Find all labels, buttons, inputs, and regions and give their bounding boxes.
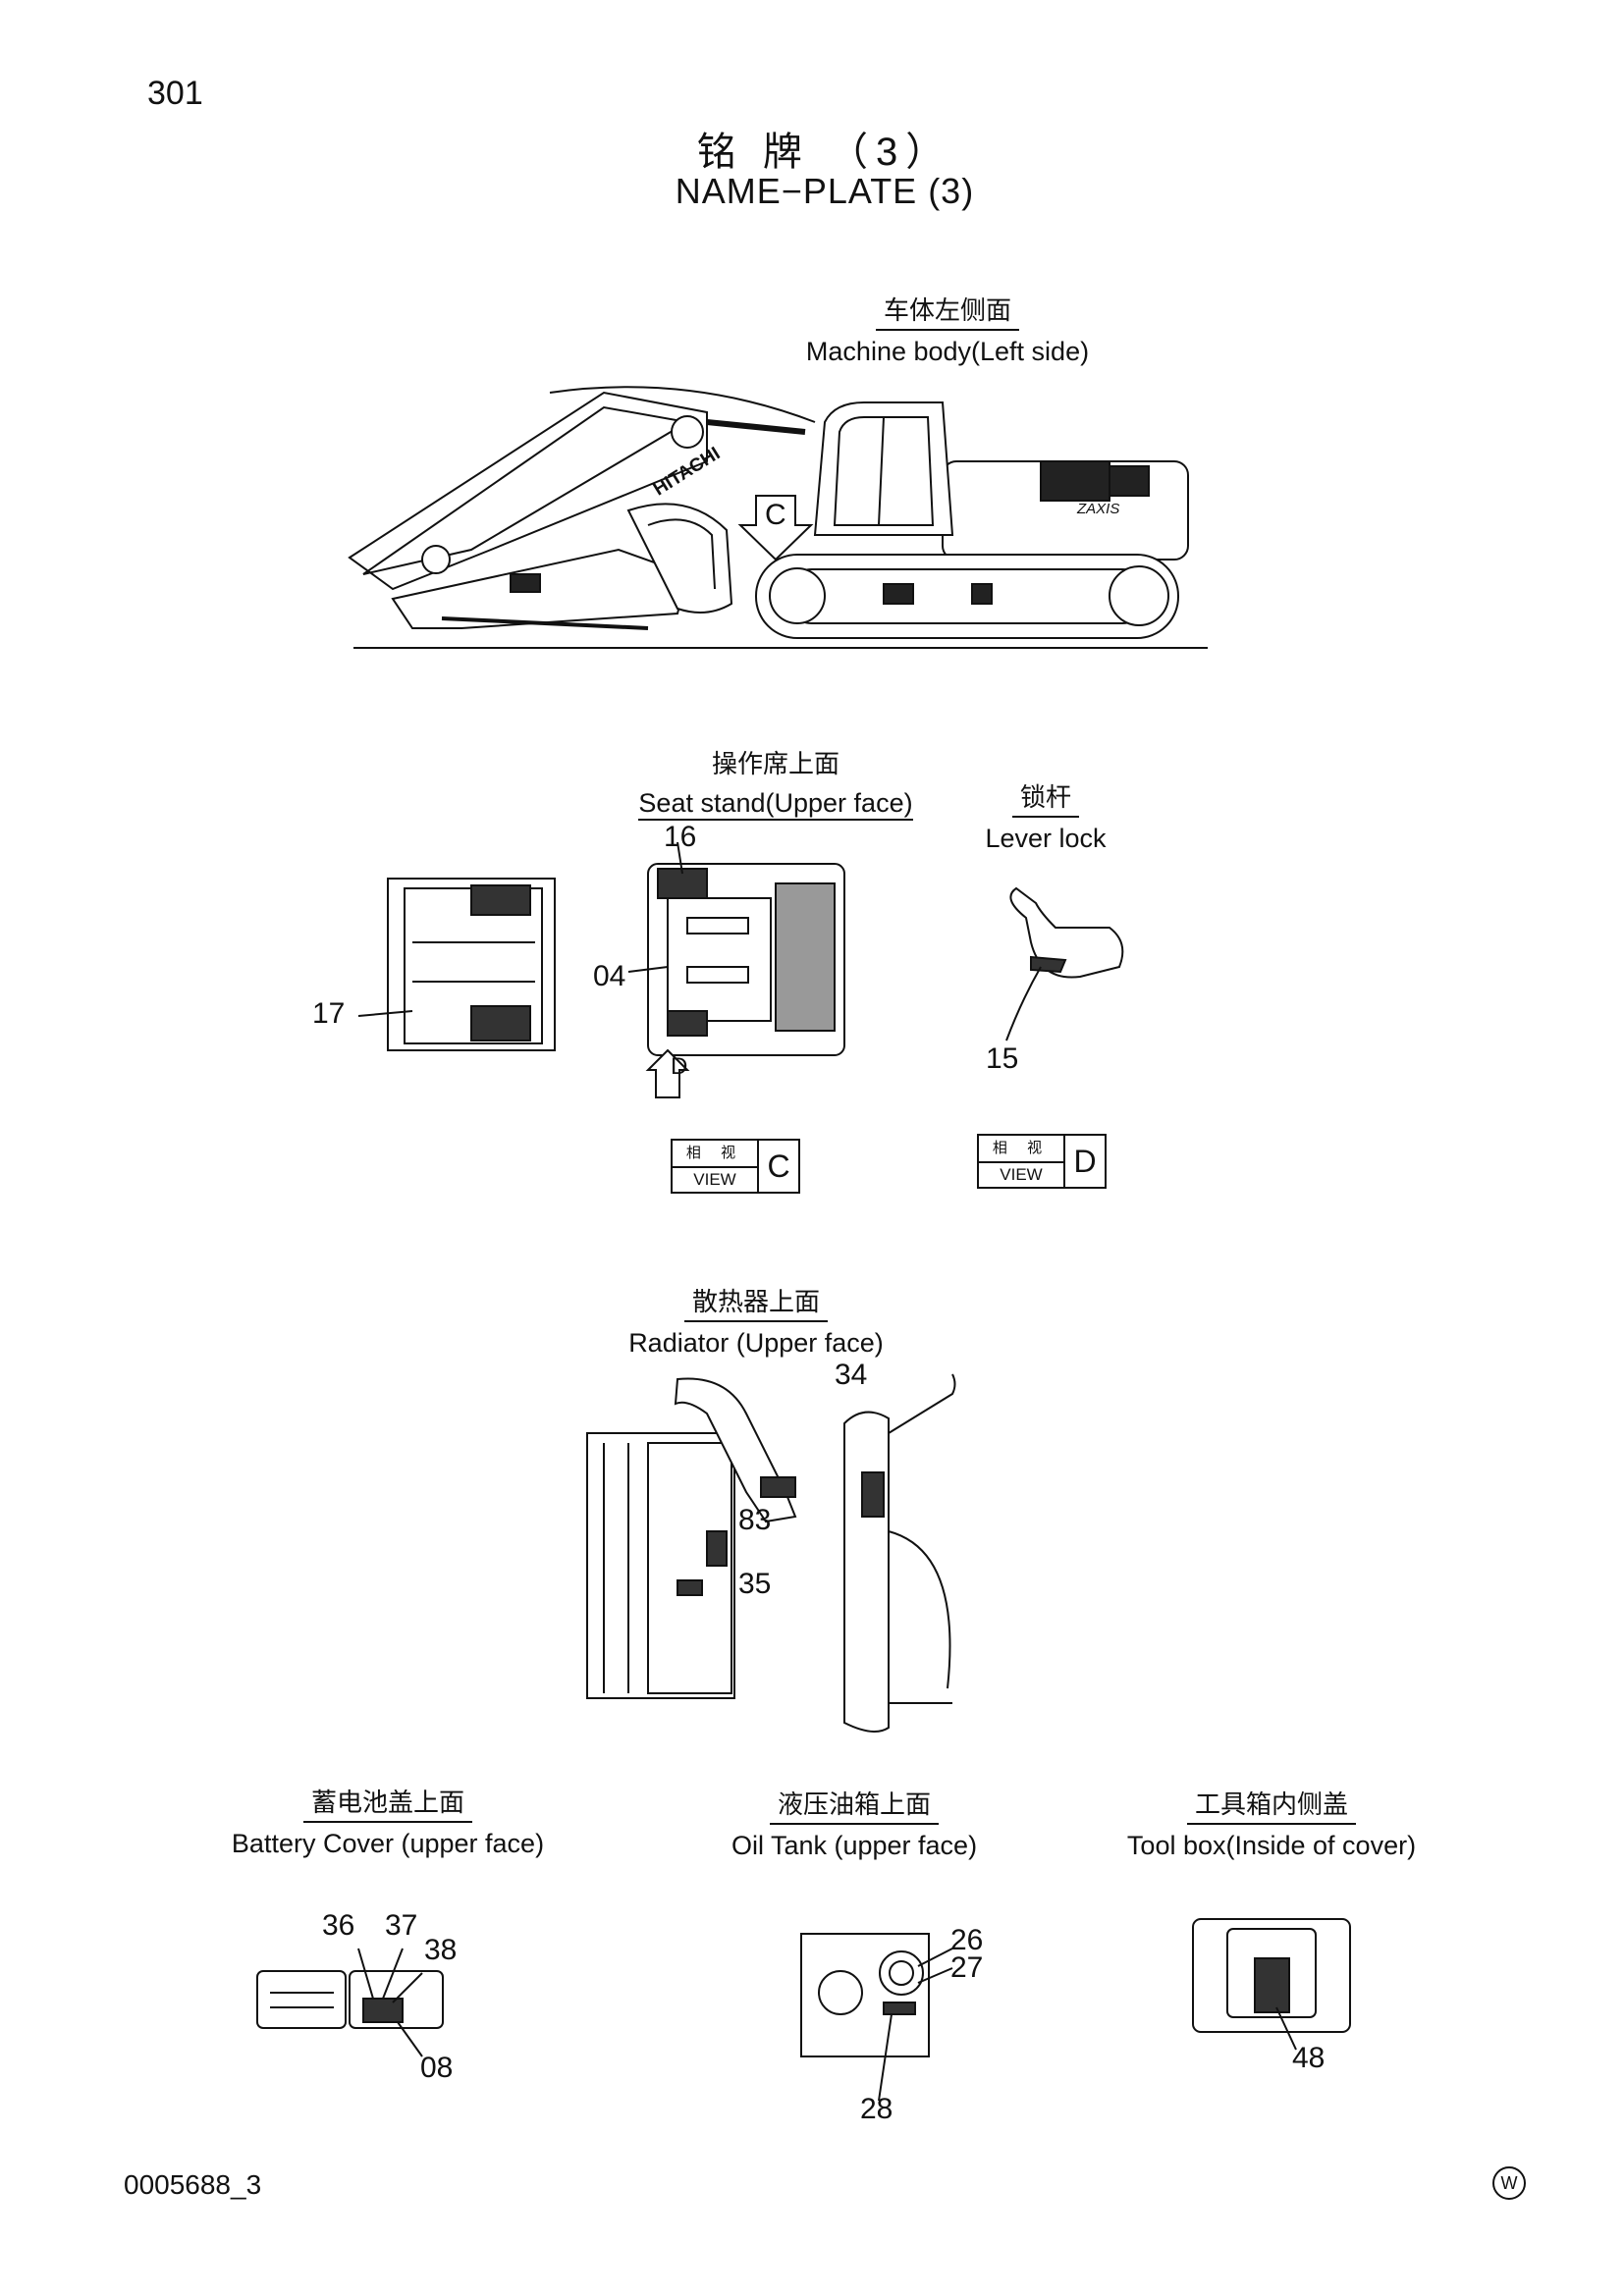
bucket: [628, 504, 731, 613]
document-code: 0005688_3: [124, 2169, 262, 2200]
radiator-caption: 散热器上面 Radiator (Upper face): [599, 1282, 913, 1359]
lever-lock-handle: [1010, 888, 1122, 978]
callout-16: 16: [664, 821, 697, 853]
page-number: 301: [147, 75, 203, 112]
view-c-arrow: [740, 496, 811, 560]
boom: [350, 393, 707, 589]
callout-17: 17: [312, 997, 346, 1030]
machine-body-caption-cn: 车体左侧面: [875, 291, 1019, 331]
radiator-caption-en: Radiator (Upper face): [628, 1328, 884, 1358]
battery-cover-caption: 蓄电池盖上面 Battery Cover (upper face): [221, 1783, 555, 1859]
view-c-box-en: VIEW: [693, 1170, 736, 1189]
view-d-box-en: VIEW: [1000, 1165, 1043, 1184]
view-d-arrow: [648, 1050, 687, 1097]
machine-body-caption: 车体左侧面 Machine body(Left side): [766, 291, 1129, 367]
view-c-box-label: 相 视 VIEW: [673, 1141, 759, 1192]
radiator-caption-cn: 散热器上面: [683, 1282, 828, 1322]
lever-lock-caption-en: Lever lock: [985, 824, 1107, 853]
callout-34: 34: [835, 1359, 868, 1391]
callout-27: 27: [950, 1951, 984, 1984]
view-c-box-letter: C: [767, 1148, 790, 1184]
callout-26: 26: [950, 1924, 984, 1956]
oil-tank-caption: 液压油箱上面 Oil Tank (upper face): [707, 1785, 1001, 1861]
view-c-box: 相 视 VIEW C: [671, 1139, 800, 1194]
view-d-box: 相 视 VIEW D: [977, 1134, 1107, 1189]
publisher-mark-icon: W: [1492, 2166, 1526, 2200]
oil-tank-caption-cn: 液压油箱上面: [769, 1785, 939, 1825]
seat-stand-caption-en: Seat stand(Upper face): [638, 788, 913, 821]
callout-04: 04: [593, 960, 626, 992]
callout-35: 35: [738, 1568, 772, 1600]
callout-28: 28: [860, 2093, 893, 2125]
cab-model-text: ZAXIS: [1077, 501, 1120, 517]
seat-stand-caption: 操作席上面 Seat stand(Upper face): [609, 744, 943, 821]
callout-36: 36: [322, 1909, 355, 1942]
battery-cover-caption-en: Battery Cover (upper face): [231, 1829, 545, 1858]
view-d-box-letter: D: [1073, 1143, 1097, 1179]
tool-box-caption-en: Tool box(Inside of cover): [1126, 1831, 1417, 1860]
callout-48: 48: [1292, 2042, 1326, 2074]
title-english: NAME−PLATE (3): [675, 171, 975, 211]
lever-lock-caption-cn: 锁杆: [1011, 777, 1079, 818]
tool-box-caption-cn: 工具箱内侧盖: [1186, 1785, 1356, 1825]
callout-15: 15: [986, 1042, 1019, 1075]
crawler-track: [756, 555, 1178, 638]
callout-83: 83: [738, 1504, 772, 1536]
callout-38: 38: [424, 1934, 458, 1966]
callout-08: 08: [420, 2052, 454, 2084]
view-c-arrow-letter: C: [765, 499, 786, 531]
tool-box-caption: 工具箱内侧盖 Tool box(Inside of cover): [1110, 1785, 1434, 1861]
view-d-box-cn: 相 视: [979, 1136, 1063, 1163]
title-chinese: 铭 牌 （3）: [696, 131, 953, 174]
view-d-box-label: 相 视 VIEW: [979, 1136, 1065, 1187]
battery-cover-caption-cn: 蓄电池盖上面: [302, 1783, 472, 1823]
machine-body-caption-en: Machine body(Left side): [805, 337, 1090, 366]
cab: [815, 402, 952, 535]
seat-stand-caption-cn: 操作席上面: [711, 749, 839, 778]
view-d-arrow-letter: D: [671, 1053, 688, 1080]
lever-lock-caption: 锁杆 Lever lock: [967, 777, 1124, 854]
view-c-box-cn: 相 视: [673, 1141, 757, 1168]
oil-tank-caption-en: Oil Tank (upper face): [731, 1831, 978, 1860]
callout-37: 37: [385, 1909, 418, 1942]
